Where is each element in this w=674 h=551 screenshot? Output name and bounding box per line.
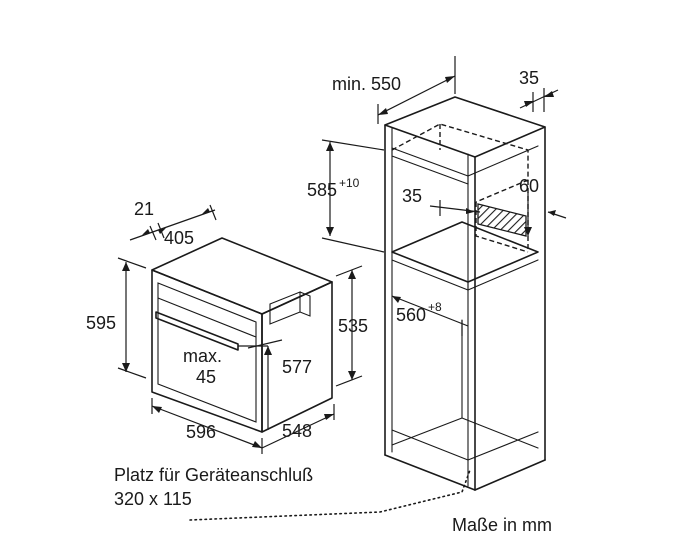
cabinet-dim-35-top: 35	[519, 68, 539, 88]
cabinet-dim-min-550: min. 550	[332, 74, 401, 94]
oven-dim-596: 596	[186, 422, 216, 442]
ventilation-cutout	[477, 203, 527, 237]
cabinet-drawing	[384, 96, 546, 491]
cabinet-dim-60: 60	[519, 176, 539, 196]
cabinet-niche-dashed	[391, 123, 529, 203]
oven-handle	[155, 311, 239, 351]
oven-side-face	[261, 281, 333, 433]
oven-door-panel	[157, 282, 257, 423]
connection-leader-line	[189, 469, 471, 521]
oven-rear-box-edge	[299, 291, 311, 317]
connection-note-line2: 320 x 115	[114, 489, 192, 509]
cabinet-niche-floor	[391, 221, 539, 283]
oven-drawing	[151, 237, 333, 433]
cabinet-dimension-lines	[321, 56, 567, 336]
oven-dim-548: 548	[282, 421, 312, 441]
oven-dim-405: 405	[164, 228, 194, 248]
oven-top-face	[151, 237, 333, 315]
oven-dim-595: 595	[86, 313, 116, 333]
oven-dim-max-label: max.	[183, 346, 222, 366]
cabinet-dim-585: 585	[307, 180, 337, 200]
oven-dim-535: 535	[338, 316, 368, 336]
cabinet-dim-560-tolerance: +8	[428, 300, 442, 314]
oven-dim-21: 21	[134, 199, 154, 219]
oven-dim-577: 577	[282, 357, 312, 377]
cabinet-dim-585-tolerance: +10	[339, 176, 360, 190]
oven-control-strip	[157, 297, 257, 338]
units-note: Maße in mm	[452, 515, 552, 535]
cabinet-dim-35-inner: 35	[402, 186, 422, 206]
cabinet-upper-shelf	[391, 147, 469, 185]
connection-note-line1: Platz für Geräteanschluß	[114, 465, 313, 485]
oven-dimension-lines	[117, 204, 363, 454]
cabinet-dim-560: 560	[396, 305, 426, 325]
oven-dim-max-value: 45	[196, 367, 216, 387]
